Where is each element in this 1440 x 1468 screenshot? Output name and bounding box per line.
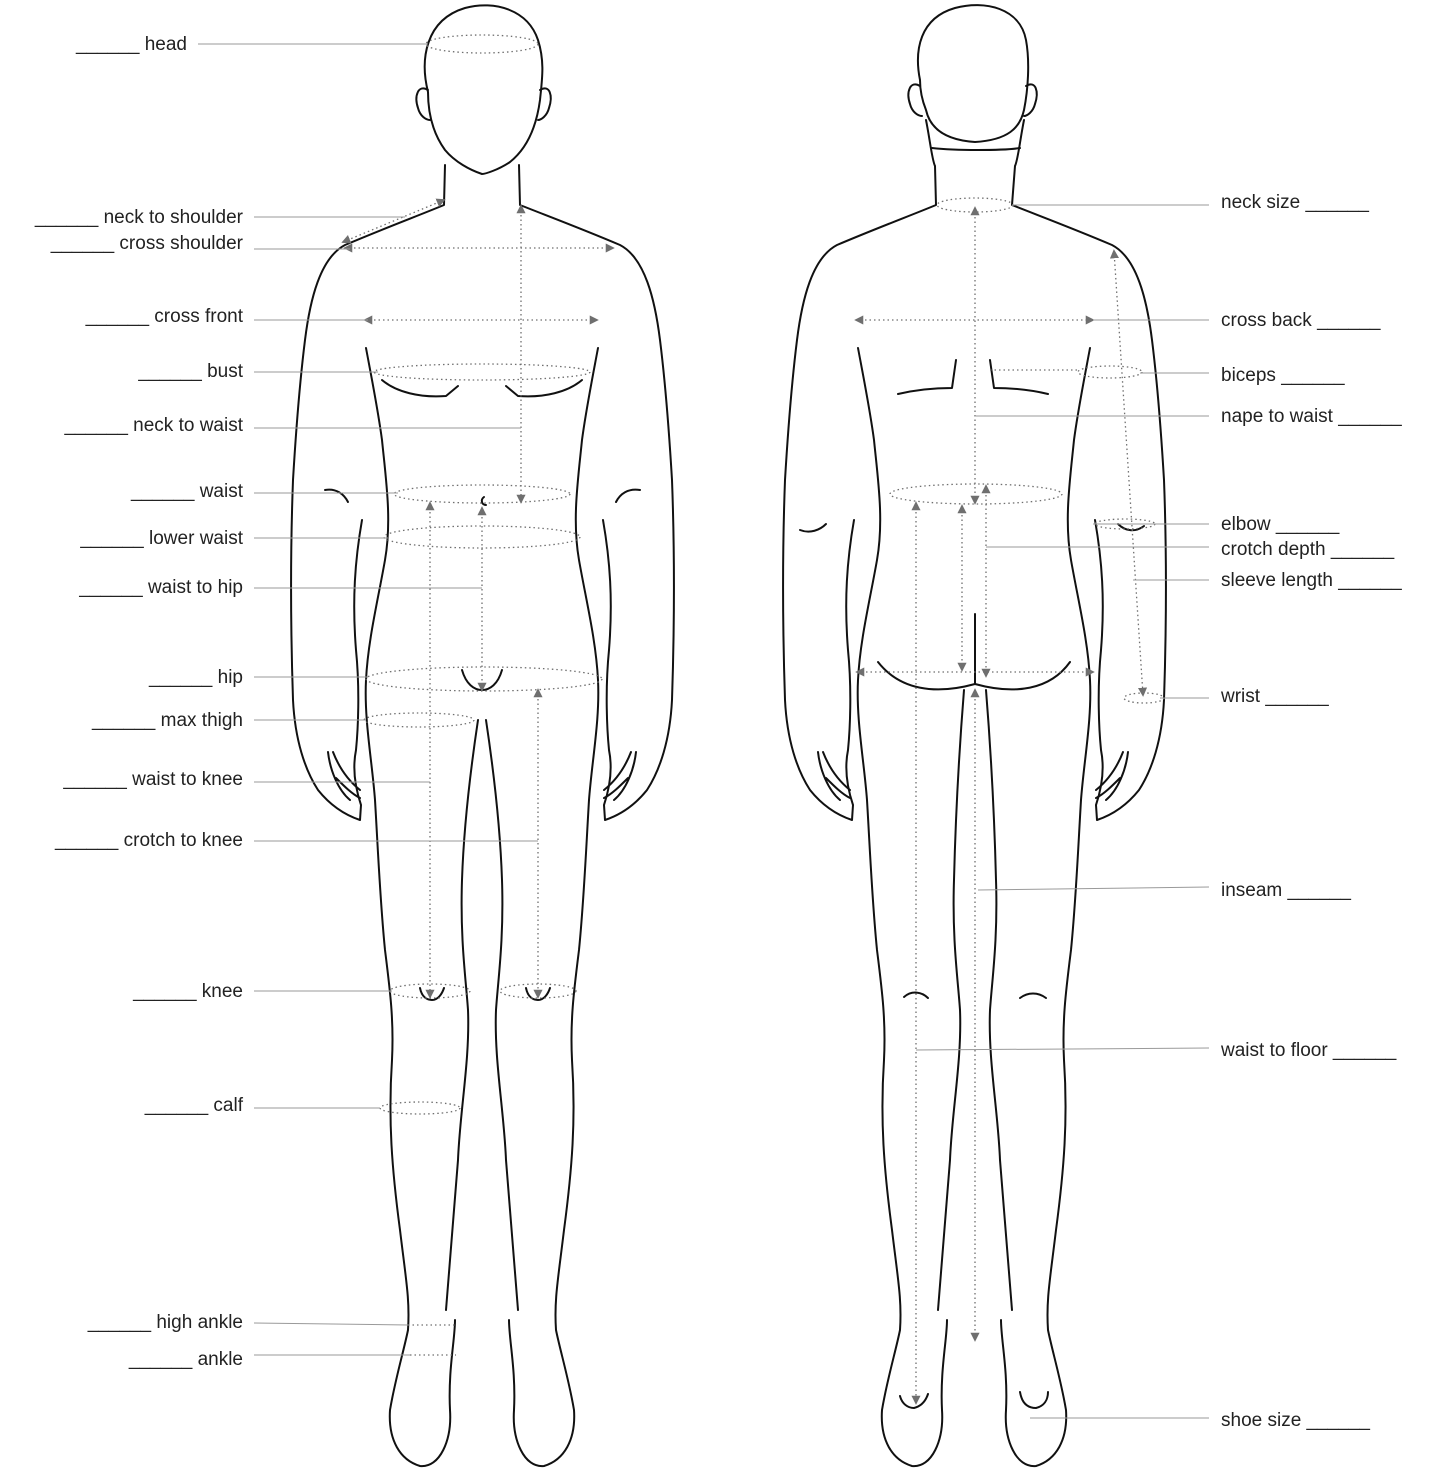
back-measure-marks — [856, 198, 1164, 1403]
front-labels: ______ head ______ neck to shoulder ____… — [34, 34, 244, 1370]
label-waist-to-hip: ______ waist to hip — [78, 577, 243, 598]
label-wrist: wrist ______ — [1220, 686, 1329, 707]
label-waist-to-floor: waist to floor ______ — [1220, 1040, 1397, 1061]
label-cross-front: ______ cross front — [85, 306, 244, 327]
label-head: ______ head — [75, 34, 187, 55]
label-sleeve-length: sleeve length ______ — [1221, 570, 1402, 591]
label-shoe-size: shoe size ______ — [1221, 1410, 1370, 1431]
label-elbow: elbow ______ — [1221, 514, 1340, 535]
label-neck-size: neck size ______ — [1221, 192, 1369, 213]
label-calf: ______ calf — [144, 1095, 244, 1116]
label-crotch-depth: crotch depth ______ — [1221, 539, 1395, 560]
back-leaders — [916, 205, 1209, 1418]
label-cross-shoulder: ______ cross shoulder — [50, 233, 244, 254]
label-knee: ______ knee — [132, 981, 243, 1002]
label-crotch-to-knee: ______ crotch to knee — [54, 830, 243, 851]
label-biceps: biceps ______ — [1221, 365, 1345, 386]
label-max-thigh: ______ max thigh — [91, 710, 243, 731]
label-lower-waist: ______ lower waist — [79, 528, 243, 549]
front-figure — [291, 5, 674, 1466]
label-high-ankle: ______ high ankle — [87, 1312, 243, 1333]
label-neck-to-shoulder: ______ neck to shoulder — [34, 207, 244, 228]
label-neck-to-waist: ______ neck to waist — [63, 415, 243, 436]
label-waist-to-knee: ______ waist to knee — [62, 769, 243, 790]
label-ankle: ______ ankle — [128, 1349, 243, 1370]
label-hip: ______ hip — [148, 667, 243, 688]
label-inseam: inseam ______ — [1221, 880, 1351, 901]
back-labels: neck size ______ cross back ______ bicep… — [1220, 192, 1402, 1431]
label-nape-to-waist: nape to waist ______ — [1221, 406, 1402, 427]
front-leaders — [198, 44, 538, 1355]
label-bust: ______ bust — [137, 361, 243, 382]
label-cross-back: cross back ______ — [1221, 310, 1381, 331]
label-waist: ______ waist — [130, 481, 244, 502]
